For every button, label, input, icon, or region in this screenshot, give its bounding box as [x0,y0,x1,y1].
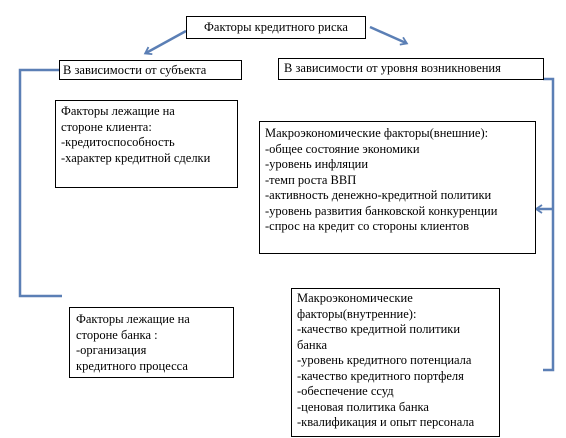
macro-external-box: Макроэкономические факторы(внешние): -об… [259,121,536,254]
bank-factors-line: -организация [76,343,147,357]
macro-internal-line: -качество кредитной политики [297,322,461,336]
macro-internal-line: факторы(внутренние): [297,306,417,321]
root-box: Факторы кредитного риска [186,16,366,39]
left-bracket [18,68,62,298]
client-factors-box: Факторы лежащие на стороне клиента: -кре… [55,100,238,188]
bank-factors-line: кредитного процесса [76,358,188,373]
macro-internal-line: банка [297,337,328,352]
macro-external-line: -уровень развития банковской конкуренции [265,203,498,218]
branch-subject-label: В зависимости от субъекта [63,63,207,77]
macro-external-line: -активность денежно-кредитной политики [265,188,492,202]
macro-external-line: -спрос на кредит со стороны клиентов [265,219,470,233]
macro-external-line: Макроэкономические факторы(внешние): [265,126,489,140]
macro-external-line: -темп роста ВВП [265,172,357,187]
macro-internal-box: Макроэкономические факторы(внутренние): … [291,288,500,437]
macro-internal-line: -уровень кредитного потенциала [297,353,472,367]
client-factors-line: стороне клиента: [61,119,152,134]
client-factors-line: -кредитоспособность [61,135,175,149]
branch-subject-box: В зависимости от субъекта [59,60,242,80]
arrow-to-level [369,25,409,46]
macro-external-line: -общее состояние экономики [265,141,420,156]
macro-internal-line: -квалификация и опыт персонала [297,415,475,429]
client-factors-line: Факторы лежащие на [61,104,175,118]
bank-factors-line: Факторы лежащие на [76,312,190,326]
macro-external-line: -уровень инфляции [265,157,369,171]
arrow-to-subject [143,29,187,55]
macro-internal-line: -ценовая политика банка [297,399,429,414]
right-bracket [543,77,555,372]
branch-level-box: В зависимости от уровня возникновения [278,58,544,80]
bank-factors-box: Факторы лежащие на стороне банка : -орга… [69,307,234,378]
macro-internal-line: -обеспечение ссуд [297,384,394,398]
branch-level-label: В зависимости от уровня возникновения [284,61,501,75]
root-title: Факторы кредитного риска [204,20,348,34]
bank-factors-line: стороне банка : [76,327,158,342]
client-factors-line: -характер кредитной сделки [61,150,211,165]
macro-internal-line: Макроэкономические [297,291,413,305]
macro-internal-line: -качество кредитного портфеля [297,368,464,383]
